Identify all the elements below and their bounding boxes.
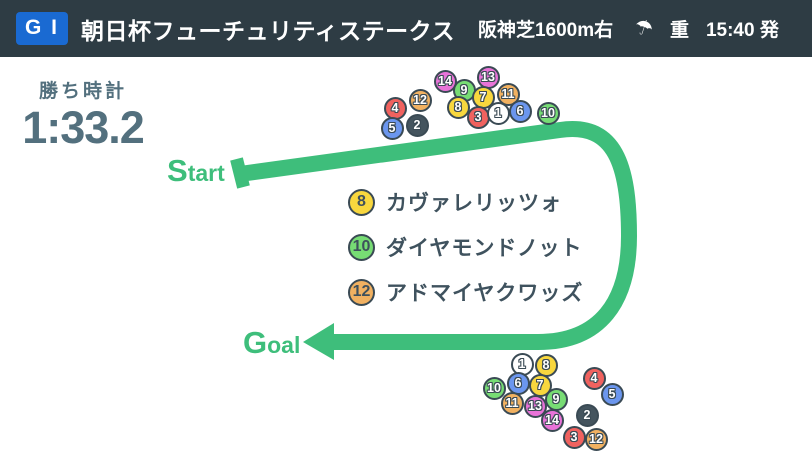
start-horse-badge-3: 3 xyxy=(466,105,490,129)
horse-number-badge: 12 xyxy=(348,278,375,306)
start-horse-badge-10: 10 xyxy=(536,101,560,125)
goal-horse-badge-14: 14 xyxy=(540,408,564,432)
goal-horse-badge-2: 2 xyxy=(575,403,599,427)
start-label-cap: S xyxy=(167,153,188,188)
goal-horse-badge-8: 8 xyxy=(534,353,558,377)
goal-horse-badge-7: 7 xyxy=(528,373,552,397)
course-info: 阪神芝1600m右 xyxy=(477,20,614,41)
start-label: Start xyxy=(167,155,225,186)
horse-name: アドマイヤクワッズ xyxy=(386,282,584,305)
featured-horse-row: 10 ダイヤモンドノット xyxy=(348,232,583,262)
start-horse-badge-5: 5 xyxy=(380,116,404,140)
start-label-rest: tart xyxy=(187,160,225,186)
goal-horse-badge-10: 10 xyxy=(482,376,506,400)
goal-horse-badge-12: 12 xyxy=(584,427,608,451)
goal-arrowhead-icon xyxy=(303,323,334,360)
featured-horse-row: 8 カヴァレリッツォ xyxy=(348,187,583,217)
post-time: 15:40 発 xyxy=(705,20,779,41)
winning-time-label: 勝ち時計 xyxy=(38,81,127,102)
horse-number-badge: 10 xyxy=(348,233,375,261)
grade-badge: G I xyxy=(16,12,69,45)
race-title: 朝日杯フューチュリティステークス xyxy=(81,17,455,44)
featured-horse-row: 12 アドマイヤクワッズ xyxy=(348,277,583,307)
start-horse-badge-13: 13 xyxy=(476,65,500,89)
start-horse-badge-6: 6 xyxy=(508,99,532,123)
track-condition: 重 xyxy=(669,20,689,41)
goal-horse-badge-5: 5 xyxy=(600,382,624,406)
header-bar: G I 朝日杯フューチュリティステークス 阪神芝1600m右 ☂ 重 15:40… xyxy=(0,0,812,57)
start-horse-badge-2: 2 xyxy=(405,113,429,137)
start-horse-badge-1: 1 xyxy=(486,101,510,125)
umbrella-icon: ☂ xyxy=(631,14,657,43)
winning-time-block: 勝ち時計 1:33.2 xyxy=(14,76,152,151)
goal-horse-badge-3: 3 xyxy=(562,425,586,449)
winning-time-value: 1:33.2 xyxy=(22,102,145,153)
horse-name: ダイヤモンドノット xyxy=(386,237,583,260)
horse-number-badge: 8 xyxy=(348,188,375,216)
start-horse-badge-4: 4 xyxy=(383,96,407,120)
goal-horse-badge-6: 6 xyxy=(506,371,530,395)
goal-horse-badge-13: 13 xyxy=(523,394,547,418)
start-line-bar xyxy=(230,157,250,189)
goal-label-rest: oal xyxy=(267,332,301,358)
goal-label-cap: G xyxy=(243,325,268,360)
start-horse-badge-8: 8 xyxy=(446,95,470,119)
goal-horse-badge-9: 9 xyxy=(544,387,568,411)
start-horse-badge-11: 11 xyxy=(496,82,520,106)
horse-name: カヴァレリッツォ xyxy=(386,192,562,215)
start-horse-badge-12: 12 xyxy=(408,88,432,112)
start-horse-badge-14: 14 xyxy=(433,69,457,93)
goal-horse-badge-4: 4 xyxy=(582,366,606,390)
featured-horses-list: 8 カヴァレリッツォ 10 ダイヤモンドノット 12 アドマイヤクワッズ xyxy=(348,187,583,307)
goal-horse-badge-11: 11 xyxy=(500,391,524,415)
goal-label: Goal xyxy=(243,327,300,358)
